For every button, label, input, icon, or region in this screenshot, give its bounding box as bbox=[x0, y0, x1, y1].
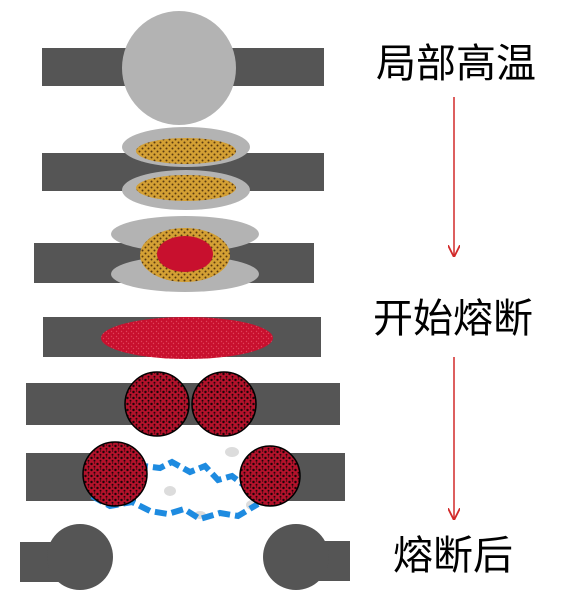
label-after-melting: 熔断后 bbox=[393, 533, 513, 579]
molten-droplet-right bbox=[191, 371, 257, 437]
molten-core bbox=[157, 236, 213, 272]
molten-pool bbox=[101, 317, 273, 359]
electric-arc-upper bbox=[135, 458, 247, 489]
stage-5-droplets bbox=[26, 371, 340, 437]
stage-7-separated bbox=[20, 524, 350, 590]
solidified-blob-left bbox=[47, 524, 113, 590]
electric-arc-lower bbox=[90, 493, 260, 523]
heated-metal-bottom bbox=[136, 175, 236, 201]
stage-4-molten-pool bbox=[43, 317, 321, 359]
stage-1-local-hot-spot bbox=[42, 11, 324, 125]
stage-2-metal-heating bbox=[42, 127, 324, 210]
solidified-blob-right bbox=[263, 524, 329, 590]
heat-zone bbox=[122, 11, 236, 125]
molten-droplet-left bbox=[82, 441, 148, 507]
stage-6-arc bbox=[26, 441, 345, 523]
label-local-high-temp: 局部高温 bbox=[376, 41, 536, 87]
spark bbox=[225, 447, 239, 457]
heated-metal-top bbox=[136, 138, 236, 164]
stage-3-molten-core bbox=[34, 216, 314, 292]
spark bbox=[164, 486, 176, 496]
label-start-melting: 开始熔断 bbox=[373, 296, 533, 342]
molten-droplet-right bbox=[239, 445, 301, 507]
molten-droplet-left bbox=[124, 371, 190, 437]
